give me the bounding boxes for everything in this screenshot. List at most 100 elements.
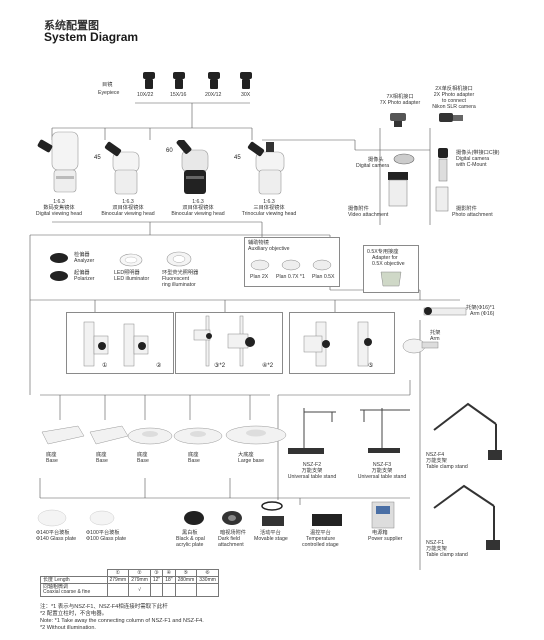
photo-2x-cn: 2X单反相机接口 xyxy=(435,86,473,92)
binocular-60-head-icon xyxy=(176,140,209,194)
nsz-f2-cn: 万能支架 xyxy=(301,468,323,474)
head2-angle: 45 xyxy=(94,155,101,161)
stand-num-3: ③*2 xyxy=(214,363,226,369)
acc7-cn: 电源箱 xyxy=(372,530,388,536)
coaxial-label-en: Coaxial coarse & fine xyxy=(43,589,91,595)
table-cell: 12" xyxy=(149,576,164,584)
head3-en: Binocular viewing head xyxy=(171,211,225,217)
digital-camera-cn: 摄像头 xyxy=(368,157,384,163)
head1-cn: 数码变焦镜体 xyxy=(43,205,75,211)
acc3-cn: 黑白板 xyxy=(182,530,198,536)
head3-cn: 双目体视镜体 xyxy=(182,205,214,211)
table-cell: ⑤ xyxy=(174,569,198,577)
table-cell xyxy=(196,583,219,597)
nsz-f2-name: NSZ-F2 xyxy=(302,462,322,468)
binocular-45-head-icon xyxy=(104,141,140,195)
stand-num-2: ② xyxy=(156,363,162,369)
eyepiece-label-cn: 目镜 xyxy=(102,82,113,88)
led-illuminator-icon xyxy=(119,253,143,267)
table-cell: 长度 Length xyxy=(40,576,108,584)
table-cell: 330mm xyxy=(196,576,219,584)
base-icons xyxy=(41,425,287,445)
nsz-f1-cn: 万能支架 xyxy=(426,546,447,552)
photo-attach-cn: 摄影附件 xyxy=(456,206,477,212)
analyzer-en: Analyzer xyxy=(74,258,95,264)
photo-2x-en2: to connect xyxy=(442,98,466,104)
ring-cn: 环型荧光照明器 xyxy=(162,270,199,276)
acc7-en: Power supplier xyxy=(368,536,403,542)
video-attachment-icon xyxy=(388,172,408,207)
acc1-cn: Φ140平台玻板 xyxy=(36,530,70,536)
table-row: ① ② ③ ④ ⑤ ⑥ xyxy=(40,569,219,577)
acc2-cn: Φ100平台玻板 xyxy=(86,530,120,536)
table-cell: √ xyxy=(128,583,151,597)
note-line-4: *2 Without illumination. xyxy=(40,625,96,631)
head1-ratio: 1:6.3 xyxy=(53,199,65,205)
aux-item-3: Plan 0.5X xyxy=(312,274,335,280)
eyepiece-opt-4: 30X xyxy=(241,92,251,98)
table-cell: 279mm xyxy=(128,576,151,584)
base5-en: Large base xyxy=(238,458,264,464)
base1-en: Base xyxy=(46,458,58,464)
table-cell: 279mm xyxy=(106,576,130,584)
title-cn: 系统配置图 xyxy=(44,20,99,32)
head3-angle: 60 xyxy=(166,148,173,154)
nsz-f2-en: Universal table stand xyxy=(287,474,337,480)
table-cell: ③ xyxy=(149,569,164,577)
photo-2x-en1: 2X Photo adapter xyxy=(433,92,475,98)
head4-ratio: 1:6.3 xyxy=(263,199,275,205)
base3-en: Base xyxy=(137,458,149,464)
aux-cn: 辅助物镜 xyxy=(248,240,269,246)
table-cell: ① xyxy=(106,569,130,577)
acc3-en2: acrylic plate xyxy=(176,542,204,548)
head4-en: Trinocular viewing head xyxy=(241,211,297,217)
analyzer-cn: 检偏器 xyxy=(74,252,90,258)
head2-cn: 双目体视镜体 xyxy=(112,205,144,211)
nsz-f4-cn: 万能支架 xyxy=(426,458,447,464)
arm-top-en: Arm (Φ16) xyxy=(470,311,495,317)
head3-ratio: 1:6.3 xyxy=(192,199,204,205)
video-attach-en: Video attachment xyxy=(348,212,389,218)
acc1-en: Φ140 Glass plate xyxy=(36,536,77,542)
eyepiece-opt-1: 10X/22 xyxy=(137,92,154,98)
head2-ratio: 1:6.3 xyxy=(122,199,134,205)
video-attach-cn: 摄像附件 xyxy=(348,206,369,212)
trinocular-head-icon xyxy=(247,141,285,195)
length-table: ① ② ③ ④ ⑤ ⑥ 长度 Length 279mm 279mm 12" 18… xyxy=(40,569,219,597)
base4-en: Base xyxy=(188,458,200,464)
stand-num-4: ④*2 xyxy=(262,363,274,369)
nsz-f3-cn: 万能支架 xyxy=(371,468,393,474)
ring-en2: ring illuminator xyxy=(162,282,196,288)
acc5-en: Movable stage xyxy=(254,536,288,542)
adapter05-cn: 0.5X专用接座 xyxy=(367,249,399,255)
head4-cn: 三目体视镜体 xyxy=(253,205,285,211)
table-row: 长度 Length 279mm 279mm 12" 18" 280mm 330m… xyxy=(40,576,219,584)
arm-icon xyxy=(402,338,439,354)
digital-cmount-en1: Digital camera xyxy=(456,156,490,162)
digital-viewing-head-icon xyxy=(37,131,79,193)
table-cell xyxy=(149,583,164,597)
photo-attach-en: Photo attachment xyxy=(452,212,493,218)
adapter-05x-icon xyxy=(380,271,402,287)
head4-angle: 45 xyxy=(234,155,241,161)
head1-en: Digital viewing head xyxy=(35,211,83,217)
aux-objective-icons xyxy=(250,259,332,271)
table-cell: 18" xyxy=(162,576,176,584)
clamp-stand-f4-icon xyxy=(433,402,502,460)
photo-2x-en3: Nikon SLR camera xyxy=(432,104,476,110)
acc3-en1: Black & opal xyxy=(176,536,205,542)
nsz-f1-en: Table clamp stand xyxy=(426,552,468,558)
table-cell xyxy=(106,583,130,597)
stand-num-5: ⑤ xyxy=(368,363,374,369)
base1-cn: 底座 xyxy=(46,452,57,458)
led-cn: LED照明器 xyxy=(114,270,140,276)
analyzer-polarizer-icon xyxy=(50,253,68,281)
base3-cn: 底座 xyxy=(137,452,148,458)
acc4-en1: Dark field xyxy=(218,536,240,542)
arm-cn: 托架 xyxy=(430,330,441,336)
photo-attachment-icon xyxy=(435,186,449,212)
stand-icons xyxy=(83,315,372,367)
note-line-3: Note: *1 Take away the connecting column… xyxy=(40,618,204,624)
nsz-f3-en: Universal table stand xyxy=(357,474,407,480)
